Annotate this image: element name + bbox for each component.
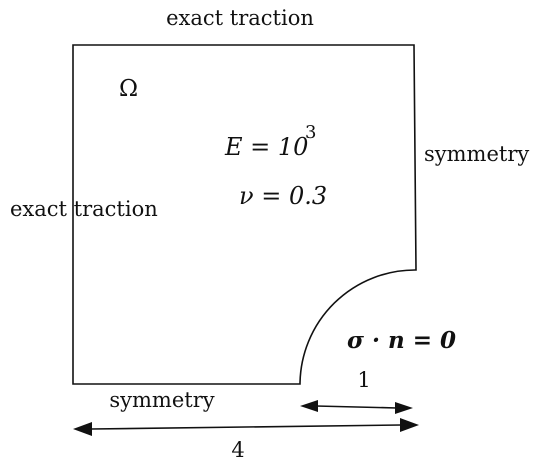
bottom-edge-label: symmetry xyxy=(109,388,214,412)
poisson-ratio-label: ν = 0.3 xyxy=(239,182,327,210)
left-edge-label: exact traction xyxy=(10,197,158,221)
right-edge-label: symmetry xyxy=(424,142,529,166)
domain-boundary xyxy=(72,44,417,385)
domain-symbol: Ω xyxy=(119,76,138,102)
top-edge-label: exact traction xyxy=(166,6,314,30)
hole-traction-free-label: σ · n = 0 xyxy=(347,327,456,354)
plate-width-label: 4 xyxy=(231,438,244,462)
youngs-modulus-exponent: 3 xyxy=(305,122,316,143)
youngs-modulus-label: E = 10 xyxy=(224,133,308,161)
plate-width-dimension xyxy=(73,418,419,436)
hole-radius-label: 1 xyxy=(357,368,370,392)
hole-radius-dimension xyxy=(300,400,413,414)
